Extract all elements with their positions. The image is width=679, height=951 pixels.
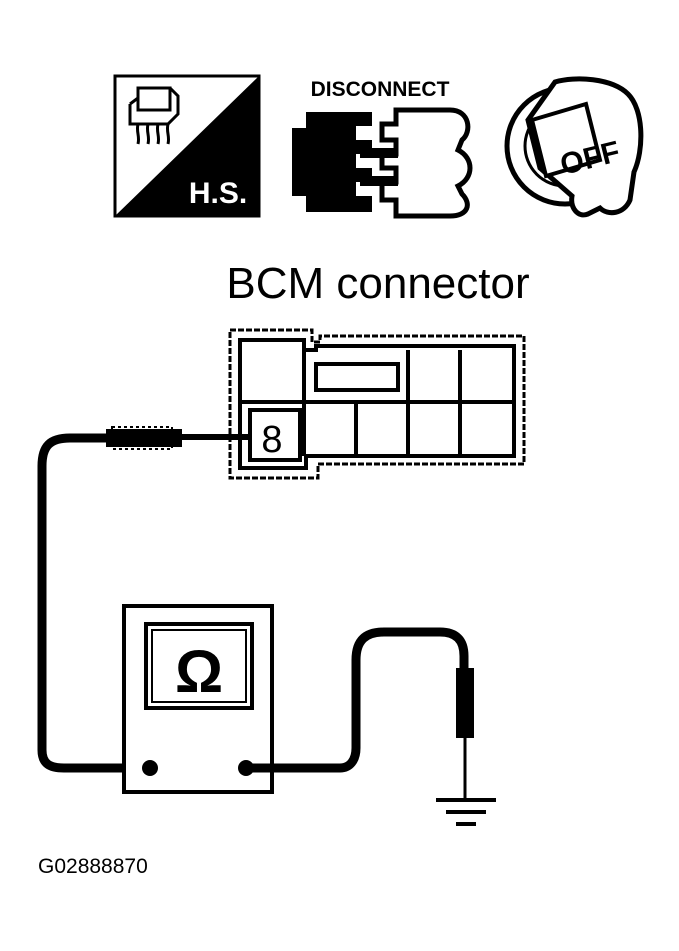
probe-lead-left: [37, 426, 250, 773]
connector-title: BCM connector: [226, 259, 529, 308]
probe-lead-right: [246, 627, 474, 798]
figure-id: G02888870: [38, 855, 148, 878]
terminal-8-label: 8: [261, 419, 282, 461]
bcm-connector: 8: [228, 328, 526, 480]
meter-terminal-left: [142, 760, 158, 776]
disconnect-icon: DISCONNECT: [292, 78, 473, 219]
ohm-symbol: Ω: [175, 638, 223, 705]
harness-icon: H.S.: [113, 74, 261, 218]
ohmmeter: Ω: [122, 604, 274, 794]
ignition-off-icon: OFF: [504, 76, 644, 218]
disconnect-icon-label: DISCONNECT: [311, 78, 450, 101]
ground-icon: [436, 798, 496, 826]
harness-icon-label: H.S.: [189, 177, 247, 210]
